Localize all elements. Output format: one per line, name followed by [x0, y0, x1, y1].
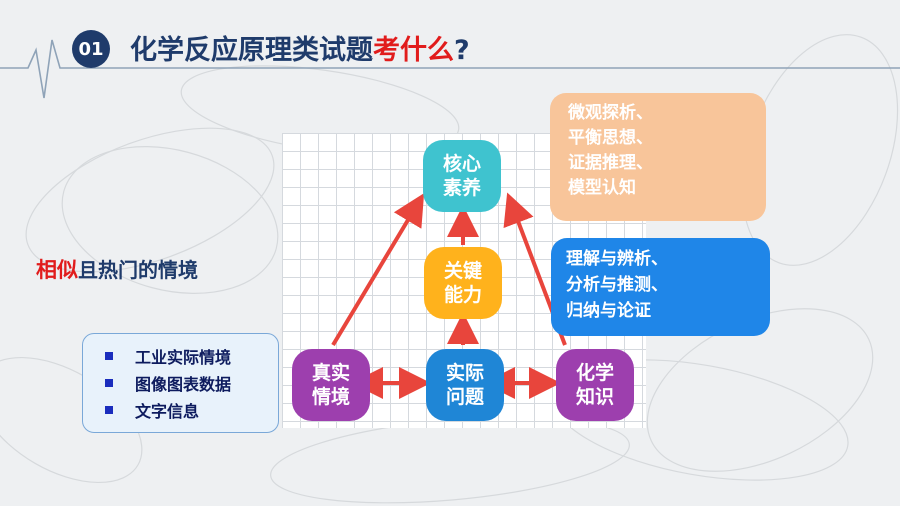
node-label: 实际: [445, 362, 484, 384]
list-item-label: 图像图表数据: [135, 374, 232, 394]
node-label: 情境: [311, 386, 350, 408]
context-list-box: 工业实际情境 图像图表数据 文字信息: [82, 333, 279, 433]
callout-line: 平衡思想、: [568, 128, 653, 148]
node-label: 关键: [443, 260, 482, 282]
node-label: 化学: [575, 362, 614, 384]
title-accent: 考什么: [373, 35, 454, 66]
node-real-problem: 实际 问题: [426, 349, 504, 421]
node-label: 能力: [443, 284, 482, 306]
callout-line: 归纳与论证: [566, 301, 651, 321]
context-heading-accent: 相似: [36, 258, 78, 282]
list-item-label: 工业实际情境: [135, 347, 232, 367]
callout-line: 分析与推测、: [566, 275, 668, 295]
node-key-ability: 关键 能力: [424, 247, 502, 319]
list-item-label: 文字信息: [135, 401, 200, 421]
node-chem-knowledge: 化学 知识: [556, 349, 634, 421]
callout-line: 微观探析、: [568, 103, 653, 123]
node-label: 问题: [445, 386, 484, 408]
callout-line: 证据推理、: [568, 153, 653, 173]
list-item: 文字信息: [105, 396, 278, 423]
bullet-square-icon: [105, 351, 113, 360]
list-item: 图像图表数据: [105, 369, 278, 396]
node-label: 素养: [442, 177, 481, 199]
title-end: ?: [454, 35, 470, 66]
core-literacy-callout: 微观探析、 平衡思想、 证据推理、 模型认知: [550, 93, 766, 221]
header-divider: [0, 39, 900, 99]
section-number-badge: 01: [72, 30, 110, 68]
node-label: 知识: [575, 386, 614, 408]
bullet-square-icon: [105, 378, 113, 387]
node-label: 真实: [311, 362, 350, 384]
node-label: 核心: [442, 153, 481, 175]
key-ability-callout: 理解与辨析、 分析与推测、 归纳与论证: [551, 238, 770, 336]
bullet-square-icon: [105, 405, 113, 414]
list-item: 工业实际情境: [105, 342, 278, 369]
context-heading-rest: 且热门的情境: [78, 258, 198, 282]
callout-line: 模型认知: [568, 178, 636, 198]
title-main: 化学反应原理类试题: [130, 35, 373, 66]
context-heading: 相似且热门的情境: [36, 254, 198, 284]
page-title: 化学反应原理类试题考什么?: [130, 28, 470, 67]
node-core-literacy: 核心 素养: [423, 140, 501, 212]
node-real-context: 真实 情境: [292, 349, 370, 421]
callout-line: 理解与辨析、: [566, 249, 668, 269]
